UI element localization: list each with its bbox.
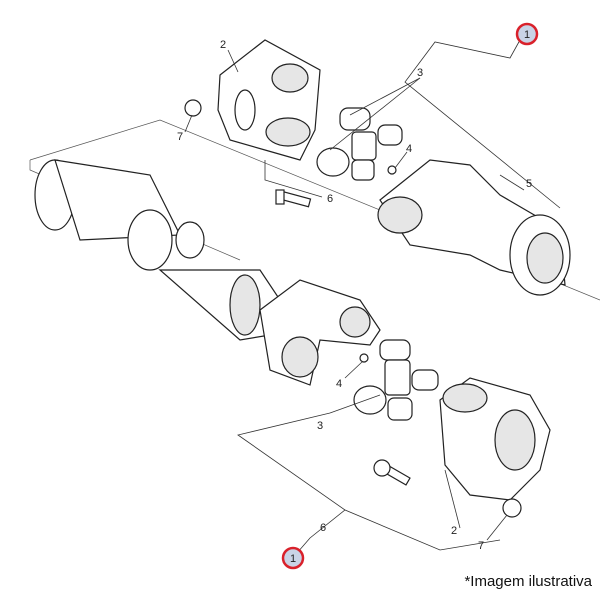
label-4-bottom: 4 [336,378,342,390]
lower-grease-fitting [359,353,369,363]
label-6-top: 6 [327,193,333,205]
top-grease-fitting [387,165,397,175]
label-5-top: 5 [526,178,532,190]
label-2-bottom: 2 [451,525,457,537]
lower-tube-yoke [259,279,381,386]
label-7-bottom: 7 [478,540,484,552]
label-2-top: 2 [220,39,226,51]
svg-text:1: 1 [524,29,530,41]
slip-yoke [377,159,571,296]
lower-bolt [373,459,411,486]
lower-flange-yoke [439,377,551,501]
callout-1-top: 1 [515,22,539,46]
top-flange-yoke [217,39,321,161]
illustrative-image-caption: *Imagem ilustrativa [464,573,592,590]
svg-text:1: 1 [290,553,296,565]
label-6-bottom: 6 [320,522,326,534]
callout-1-bottom: 1 [281,546,305,570]
top-bolt [275,189,312,208]
lower-universal-joint-cross [353,339,439,421]
top-universal-joint-cross [316,107,403,181]
label-3-top: 3 [417,67,423,79]
label-4-top: 4 [406,143,412,155]
lower-nut [502,498,522,518]
label-3-bottom: 3 [317,420,323,432]
top-nut [184,99,202,117]
label-7-top: 7 [177,131,183,143]
